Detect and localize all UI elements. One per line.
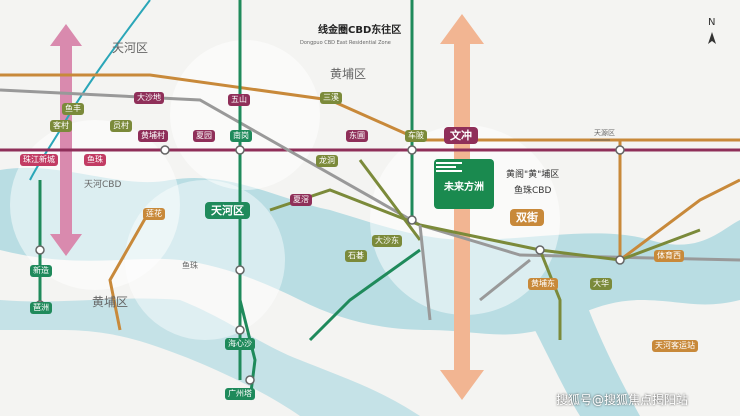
project-logo-icon xyxy=(436,162,462,172)
station-zhujiang-new-town[interactable]: 珠江新城 xyxy=(20,154,58,166)
district-yulu: 鱼珠 xyxy=(182,261,198,270)
line-green-south xyxy=(238,299,257,401)
station-kecun[interactable]: 客村 xyxy=(50,120,72,132)
station-nangang[interactable]: 南岗 xyxy=(230,130,252,142)
station-node xyxy=(615,145,625,155)
station-tianhe-bus[interactable]: 天河客运站 xyxy=(652,340,698,352)
station-dahua[interactable]: 大华 xyxy=(590,278,612,290)
station-shuangjie[interactable]: 双街 xyxy=(510,209,544,226)
zone-circle xyxy=(170,40,320,190)
station-xiajiao[interactable]: 夏滘 xyxy=(290,194,312,206)
line-olive-down xyxy=(358,159,422,241)
station-xiayuan[interactable]: 夏园 xyxy=(193,130,215,142)
station-dongpu[interactable]: 东圃 xyxy=(346,130,368,142)
station-node xyxy=(160,145,170,155)
project-logo: 未来方洲 xyxy=(434,159,494,209)
station-node xyxy=(615,255,625,265)
district-tianhe: 天河区 xyxy=(112,41,149,55)
station-huangpu-east[interactable]: 黄埔东 xyxy=(528,278,558,290)
station-node xyxy=(235,145,245,155)
station-yuzhu[interactable]: 鱼珠 xyxy=(84,154,106,166)
cbd-label-1: 黄阁"黄"埔区 xyxy=(506,170,560,180)
north-south-arrow-left xyxy=(50,24,82,256)
station-node xyxy=(235,265,245,275)
line-grey-b xyxy=(418,224,432,321)
station-sanxi[interactable]: 三溪 xyxy=(320,92,342,104)
station-tianhe-road[interactable]: 天河区 xyxy=(205,202,250,219)
north-label: N xyxy=(708,17,716,28)
station-lianhua[interactable]: 莲花 xyxy=(143,208,165,220)
map-title: 线金圈CBD东往区 xyxy=(318,25,402,36)
station-node xyxy=(35,245,45,255)
station-dashadi[interactable]: 大沙地 xyxy=(134,92,164,104)
line-orange-right xyxy=(618,140,740,263)
station-guangzhou-tower[interactable]: 广州塔 xyxy=(225,388,255,400)
station-shiqi[interactable]: 石碁 xyxy=(345,250,367,262)
district-tianhe-cbd: 天河CBD xyxy=(84,180,122,190)
station-longdong[interactable]: 龙洞 xyxy=(316,155,338,167)
zone-circle xyxy=(125,180,285,340)
station-chebei[interactable]: 车陂 xyxy=(405,130,427,142)
east-label: 天源区 xyxy=(594,129,615,137)
station-haixin[interactable]: 海心沙 xyxy=(225,338,255,350)
district-huangpu-top: 黄埔区 xyxy=(330,67,367,81)
station-dasha-east[interactable]: 大沙东 xyxy=(372,235,402,247)
station-yufeng[interactable]: 鱼丰 xyxy=(62,103,84,115)
station-node xyxy=(535,245,545,255)
station-yuancun[interactable]: 员村 xyxy=(110,120,132,132)
station-node xyxy=(235,325,245,335)
station-node xyxy=(407,145,417,155)
station-wushan[interactable]: 五山 xyxy=(228,94,250,106)
project-logo-text: 未来方洲 xyxy=(444,181,484,193)
cbd-label-2: 鱼珠CBD xyxy=(514,186,552,196)
station-wenchong[interactable]: 文冲 xyxy=(444,127,478,144)
watermark: 搜狐号@搜狐焦点揭阳站 xyxy=(556,393,689,407)
line-grey-c xyxy=(479,258,531,302)
district-huangpu-bottom: 黄埔区 xyxy=(92,295,129,309)
line-green-diag2 xyxy=(308,248,421,342)
line-olive xyxy=(269,188,701,262)
north-arrow-icon xyxy=(708,32,716,44)
station-node xyxy=(245,375,255,385)
line-orange-diag xyxy=(108,209,152,331)
station-pazhou[interactable]: 琶洲 xyxy=(30,302,52,314)
station-node xyxy=(407,215,417,225)
station-huangpu-village[interactable]: 黄埔村 xyxy=(138,130,168,142)
station-xinzao[interactable]: 新造 xyxy=(30,265,52,277)
line-olive-right xyxy=(538,249,562,340)
river-south xyxy=(0,298,420,416)
map-subtitle: Dongpuo CBD East Residential Zone xyxy=(300,40,391,46)
station-tianhe-sports[interactable]: 体育西 xyxy=(654,250,684,262)
